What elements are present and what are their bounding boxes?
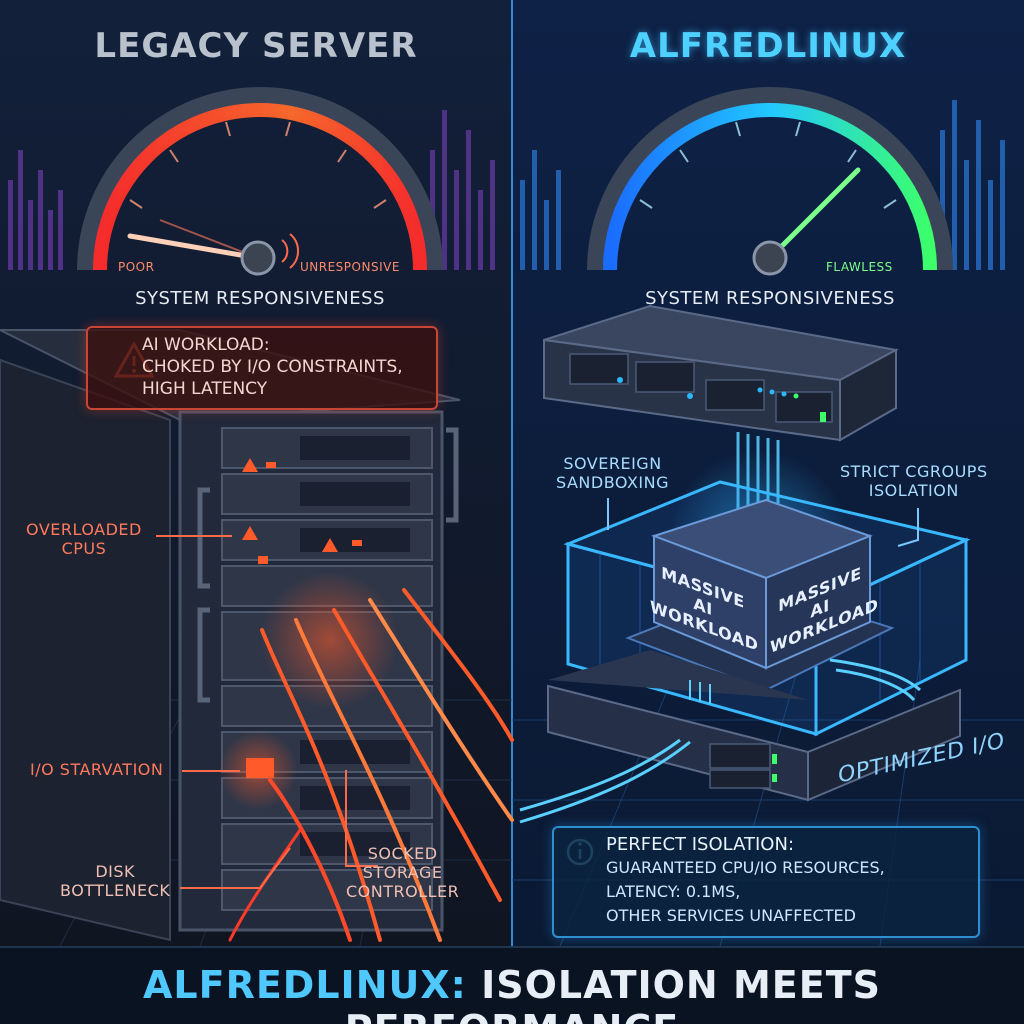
legacy-title: LEGACY SERVER bbox=[94, 26, 418, 66]
gauge-flawless-label: FLAWLESS bbox=[826, 260, 893, 274]
alfred-gauge-caption: SYSTEM RESPONSIVENESS bbox=[645, 288, 895, 309]
legacy-warning-box bbox=[86, 326, 438, 410]
legacy-callout-lines bbox=[156, 535, 378, 889]
info-text: GUARANTEED CPU/IO RESOURCES, LATENCY: 0.… bbox=[606, 858, 885, 925]
info-heading: PERFECT ISOLATION: bbox=[606, 834, 795, 855]
alfred-callout-lines bbox=[607, 498, 919, 547]
callout-storage-controller: SOCKED STORAGE CONTROLLER bbox=[346, 844, 460, 901]
legacy-gauge-caption: SYSTEM RESPONSIVENESS bbox=[135, 288, 385, 309]
gauge-min-label: POOR bbox=[118, 260, 155, 274]
legacy-gauge bbox=[77, 87, 443, 276]
alfred-gauge bbox=[587, 87, 953, 276]
alfred-info-box bbox=[552, 826, 980, 938]
callout-strict-cgroups: STRICT CGROUPS ISOLATION bbox=[840, 462, 988, 500]
alfred-host-server bbox=[519, 650, 961, 824]
footer-brand: ALFREDLINUX: bbox=[143, 963, 467, 1007]
alfred-title: ALFREDLINUX bbox=[629, 26, 907, 66]
callout-sovereign-sandboxing: SOVEREIGN SANDBOXING bbox=[556, 454, 669, 492]
footer-banner bbox=[0, 946, 1024, 1024]
gauge-max-label: UNRESPONSIVE bbox=[300, 260, 400, 274]
ai-workload-cube bbox=[625, 498, 895, 692]
alfred-rack-server bbox=[543, 304, 900, 442]
legacy-warning-text: AI WORKLOAD: CHOKED BY I/O CONSTRAINTS, … bbox=[142, 335, 403, 399]
callout-overloaded-cpus: OVERLOADED CPUS bbox=[26, 520, 142, 558]
footer-tagline: ALFREDLINUX: ISOLATION MEETS PERFORMANCE bbox=[0, 963, 1024, 1024]
callout-io-starvation: I/O STARVATION bbox=[30, 760, 164, 779]
callout-disk-bottleneck: DISK BOTTLENECK bbox=[60, 862, 171, 900]
footer-rest: ISOLATION MEETS PERFORMANCE bbox=[345, 963, 881, 1024]
